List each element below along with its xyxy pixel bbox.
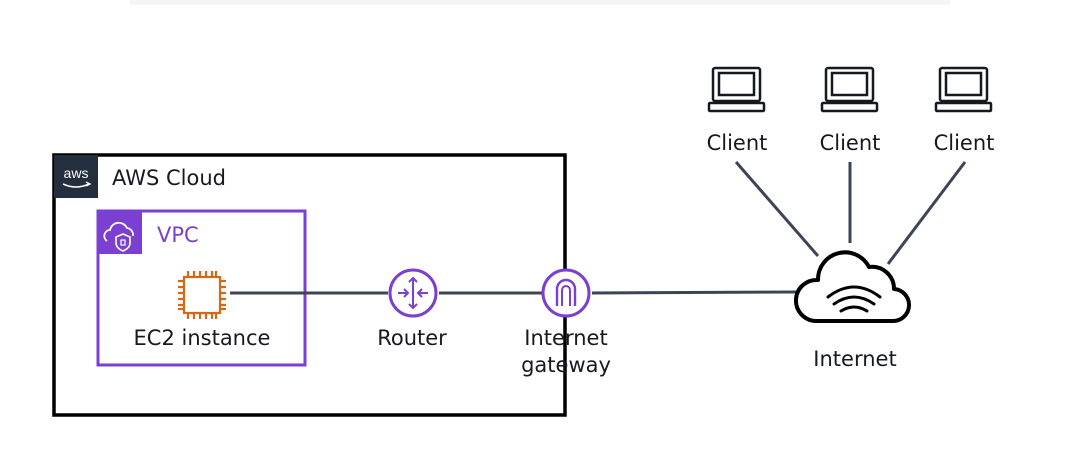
client-icon <box>934 66 993 113</box>
internet-gateway-label: Internet gateway <box>521 325 611 380</box>
vpc-icon <box>98 211 142 254</box>
client-icon <box>820 66 879 113</box>
svg-text:aws: aws <box>64 165 89 181</box>
client-label: Client <box>706 131 768 155</box>
client-label: Client <box>819 131 881 155</box>
aws-cloud-boundary <box>52 153 567 417</box>
internet-gateway-label-line2: gateway <box>521 353 611 378</box>
top-divider <box>130 0 950 5</box>
internet-cloud-icon <box>794 250 911 324</box>
ec2-chip-icon <box>178 271 226 319</box>
vpc-boundary <box>96 209 307 367</box>
router-label: Router <box>377 326 447 350</box>
internet-gateway-icon <box>541 268 591 318</box>
internet-gateway-label-line1: Internet <box>524 326 608 350</box>
ec2-instance-label: EC2 instance <box>133 326 271 350</box>
aws-cloud-label: AWS Cloud <box>112 166 226 190</box>
client-label: Client <box>933 131 995 155</box>
aws-logo-icon: aws <box>54 155 98 198</box>
connector-lines <box>230 161 967 295</box>
client-icon <box>707 66 766 113</box>
internet-label: Internet <box>813 347 897 371</box>
vpc-label: VPC <box>157 223 199 247</box>
router-icon <box>388 268 438 318</box>
